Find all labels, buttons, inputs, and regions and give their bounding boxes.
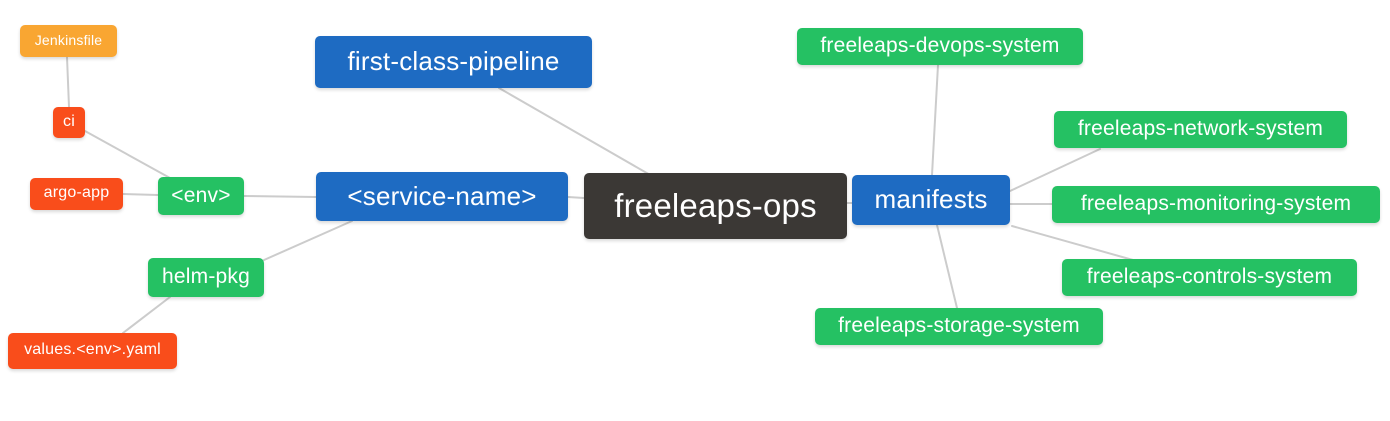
node-freeleaps-devops-system[interactable]: freeleaps-devops-system	[797, 28, 1083, 65]
node-jenkinsfile[interactable]: Jenkinsfile	[20, 25, 117, 57]
node-ci[interactable]: ci	[53, 107, 85, 138]
node-freeleaps-storage-system[interactable]: freeleaps-storage-system	[815, 308, 1103, 345]
node-freeleaps-monitoring-system[interactable]: freeleaps-monitoring-system	[1052, 186, 1380, 223]
node-label: helm-pkg	[162, 265, 250, 288]
edge-ci--env	[84, 130, 171, 179]
node-label: freeleaps-devops-system	[820, 34, 1060, 57]
edge-argo-app--env	[122, 193, 159, 196]
edge-service-name--freeleaps-ops	[567, 196, 585, 199]
node-freeleaps-ops[interactable]: freeleaps-ops	[584, 173, 847, 239]
node-label: first-class-pipeline	[347, 46, 560, 76]
node-freeleaps-network-system[interactable]: freeleaps-network-system	[1054, 111, 1347, 148]
node-label: freeleaps-ops	[614, 186, 817, 224]
edge-env--service-name	[243, 195, 317, 198]
node-service-name[interactable]: <service-name>	[316, 172, 568, 221]
node-label: argo-app	[43, 184, 110, 201]
node-label: <service-name>	[347, 180, 537, 211]
node-argo-app[interactable]: argo-app	[30, 178, 123, 210]
node-env[interactable]: <env>	[158, 177, 244, 215]
node-freeleaps-controls-system[interactable]: freeleaps-controls-system	[1062, 259, 1357, 296]
node-label: values.<env>.yaml	[24, 341, 161, 358]
node-label: freeleaps-controls-system	[1086, 265, 1333, 288]
edge-manifests--freeleaps-devops-system	[931, 64, 939, 176]
edge-manifests--freeleaps-network-system	[1009, 148, 1101, 192]
node-helm-pkg[interactable]: helm-pkg	[148, 258, 264, 297]
node-label: freeleaps-monitoring-system	[1080, 192, 1352, 215]
node-label: manifests	[874, 184, 988, 214]
edge-service-name--helm-pkg	[263, 220, 353, 261]
edge-jenkinsfile--ci	[66, 56, 70, 108]
edge-first-class-pipeline--freeleaps-ops	[498, 87, 653, 177]
edge-helm-pkg--values-env-yaml	[122, 296, 171, 334]
node-first-class-pipeline[interactable]: first-class-pipeline	[315, 36, 592, 88]
edge-manifests--freeleaps-controls-system	[1011, 225, 1134, 261]
node-label: Jenkinsfile	[34, 32, 103, 48]
node-manifests[interactable]: manifests	[852, 175, 1010, 225]
edge-manifests--freeleaps-storage-system	[936, 224, 958, 309]
node-label: ci	[63, 112, 75, 130]
node-values-env-yaml[interactable]: values.<env>.yaml	[8, 333, 177, 369]
node-label: freeleaps-network-system	[1077, 117, 1324, 140]
node-label: <env>	[171, 183, 231, 207]
node-label: freeleaps-storage-system	[838, 314, 1080, 337]
